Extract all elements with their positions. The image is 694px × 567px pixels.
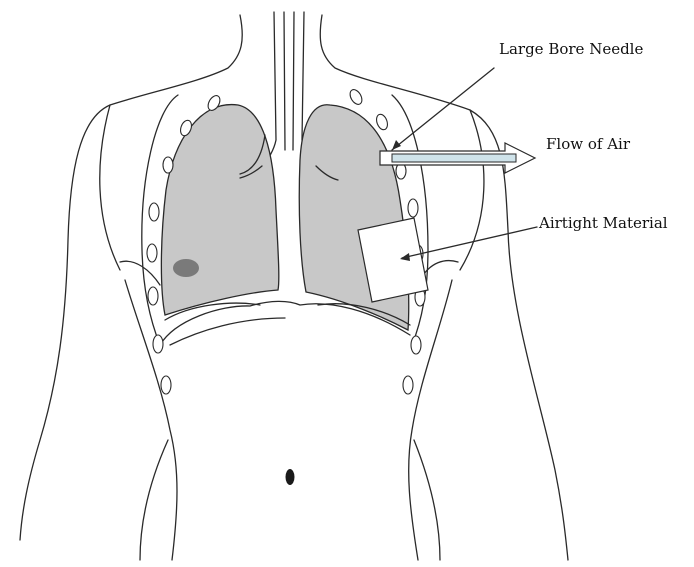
rib-oval — [403, 376, 413, 394]
flow-of-air-label: Flow of Air — [546, 135, 630, 153]
rib-oval — [149, 203, 159, 221]
rib-oval — [163, 157, 173, 173]
rib-oval — [375, 113, 390, 131]
right-armpit-torso — [409, 280, 452, 560]
rib-oval — [148, 287, 158, 305]
left-arm-inner — [100, 105, 120, 270]
large-bore-needle-label: Large Bore Needle — [499, 40, 643, 58]
left-armpit-torso — [125, 280, 177, 560]
rib-oval — [408, 199, 418, 217]
rib-oval — [147, 244, 157, 262]
material-leader — [402, 227, 537, 258]
rib-oval — [153, 335, 163, 353]
abdomen-line — [170, 318, 285, 345]
rib-oval — [411, 336, 421, 354]
rib-oval — [161, 376, 171, 394]
needle-leader-arrowhead — [392, 140, 401, 150]
left-lung — [161, 105, 278, 315]
needle-body — [392, 154, 516, 162]
lung-lesion — [173, 259, 199, 277]
rib-oval — [348, 88, 365, 107]
airtight-material-label: Airtight Material — [539, 214, 668, 232]
navel — [286, 469, 295, 485]
right-waist — [414, 440, 440, 560]
left-waist — [140, 440, 168, 560]
right-arm-inner — [460, 110, 484, 270]
